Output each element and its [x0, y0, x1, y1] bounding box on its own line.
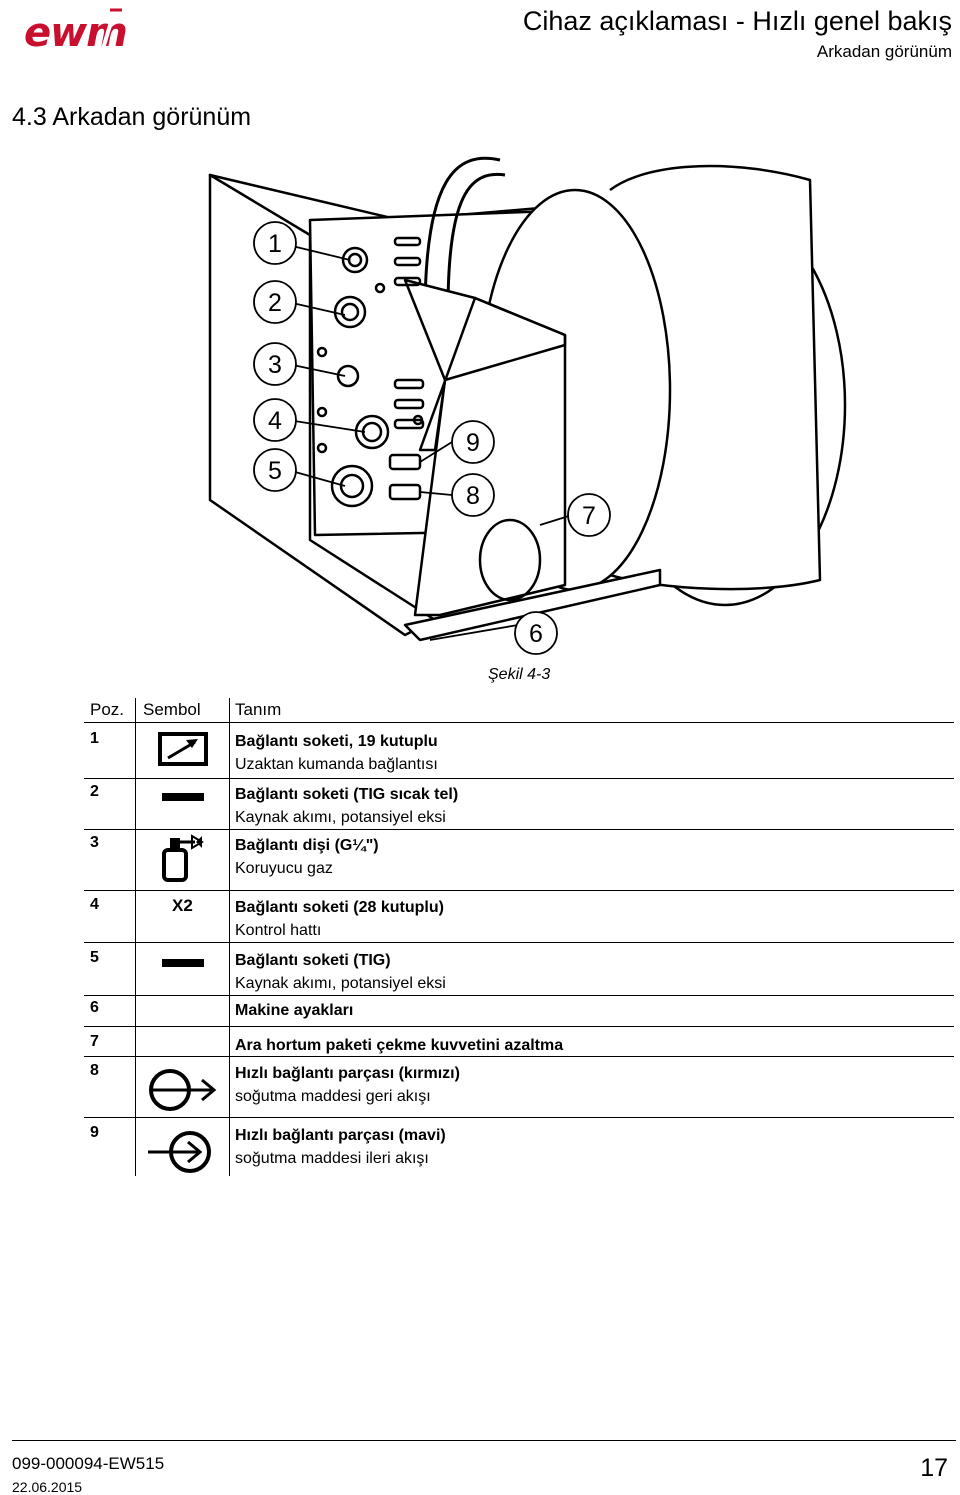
- row-pos: 2: [90, 783, 99, 800]
- row-description: Bağlantı soketi, 19 kutuplu Uzaktan kuma…: [235, 730, 438, 776]
- figure-caption: Şekil 4-3: [488, 666, 551, 683]
- gas-cylinder-icon: [140, 834, 226, 882]
- row-description: Bağlantı soketi (28 kutuplu) Kontrol hat…: [235, 896, 444, 942]
- table-column-rule-pos: [135, 698, 136, 1176]
- row-subtitle: Uzaktan kumanda bağlantısı: [235, 756, 438, 773]
- callout-6: 6: [529, 620, 543, 648]
- row-pos: 3: [90, 834, 99, 851]
- row-divider: [84, 778, 954, 779]
- table-column-rule-symbol: [229, 698, 230, 1176]
- row-pos: 6: [90, 999, 99, 1016]
- row-pos: 5: [90, 949, 99, 966]
- row-subtitle: Kaynak akımı, potansiyel eksi: [235, 975, 446, 992]
- device-rear-view-figure: 1 2 3 4 5 6 7 8 9: [180, 120, 880, 665]
- row-description: Ara hortum paketi çekme kuvvetini azaltm…: [235, 1034, 563, 1057]
- callout-9: 9: [466, 429, 480, 457]
- section-title: 4.3 Arkadan görünüm: [12, 103, 252, 131]
- header-description: Tanım: [235, 700, 282, 719]
- callout-5: 5: [268, 457, 282, 485]
- row-subtitle: soğutma maddesi ileri akışı: [235, 1150, 429, 1167]
- row-subtitle: Kaynak akımı, potansiyel eksi: [235, 809, 446, 826]
- row-title: Bağlantı soketi (28 kutuplu): [235, 899, 444, 916]
- row-title: Bağlantı soketi (TIG): [235, 952, 391, 969]
- row-description: Bağlantı soketi (TIG sıcak tel) Kaynak a…: [235, 783, 458, 829]
- row-description: Bağlantı soketi (TIG) Kaynak akımı, pota…: [235, 949, 446, 995]
- row-divider: [84, 1026, 954, 1027]
- page-number: 17: [920, 1454, 948, 1482]
- coolant-return-icon: [140, 1062, 226, 1111]
- row-pos: 9: [90, 1124, 99, 1141]
- minus-sign-icon: [140, 783, 226, 831]
- header-pos: Poz.: [90, 700, 125, 719]
- row-pos: 4: [90, 896, 99, 913]
- row-title: Makine ayakları: [235, 1002, 354, 1019]
- row-pos: 8: [90, 1062, 99, 1079]
- remote-control-arrow-icon: [140, 730, 226, 778]
- row-title: Ara hortum paketi çekme kuvvetini azaltm…: [235, 1037, 564, 1054]
- row-divider: [84, 829, 954, 830]
- row-divider: [84, 995, 954, 996]
- ewm-logo: ewm: [22, 8, 167, 56]
- row-description: Makine ayakları: [235, 999, 353, 1022]
- coolant-supply-icon: [140, 1124, 226, 1173]
- row-title: Bağlantı soketi (TIG sıcak tel): [235, 786, 459, 803]
- callout-8: 8: [466, 482, 480, 510]
- header-symbol: Sembol: [143, 700, 201, 719]
- row-pos: 1: [90, 730, 99, 747]
- row-description: Bağlantı dişi (G¼") Koruyucu gaz: [235, 834, 379, 880]
- row-divider: [84, 1056, 954, 1057]
- callout-2: 2: [268, 289, 282, 317]
- table-header-rule: [84, 722, 954, 723]
- row-description: Hızlı bağlantı parçası (kırmızı) soğutma…: [235, 1062, 460, 1108]
- row-title: Hızlı bağlantı parçası (kırmızı): [235, 1065, 460, 1082]
- header-subtitle: Arkadan görünüm: [816, 42, 952, 61]
- header-title: Cihaz açıklaması - Hızlı genel bakış: [522, 6, 952, 36]
- callout-4: 4: [268, 407, 282, 435]
- row-pos: 7: [90, 1033, 99, 1050]
- row-symbol-text: X2: [172, 896, 193, 915]
- row-title: Hızlı bağlantı parçası (mavi): [235, 1127, 446, 1144]
- row-subtitle: Kontrol hattı: [235, 922, 322, 939]
- callout-7: 7: [582, 502, 596, 530]
- row-title: Bağlantı dişi (G¼"): [235, 837, 379, 854]
- callout-3: 3: [268, 351, 282, 379]
- minus-sign-icon: [140, 949, 226, 997]
- row-subtitle: soğutma maddesi geri akışı: [235, 1088, 431, 1105]
- row-description: Hızlı bağlantı parçası (mavi) soğutma ma…: [235, 1124, 446, 1170]
- row-divider: [84, 890, 954, 891]
- footer-rule: [12, 1440, 956, 1441]
- callout-1: 1: [268, 230, 282, 258]
- footer-date: 22.06.2015: [12, 1479, 83, 1495]
- device-rear-view-drawing: 1 2 3 4 5 6 7 8 9: [208, 156, 847, 655]
- row-subtitle: Koruyucu gaz: [235, 860, 333, 877]
- row-divider: [84, 1117, 954, 1118]
- row-divider: [84, 942, 954, 943]
- row-title: Bağlantı soketi, 19 kutuplu: [235, 733, 438, 750]
- footer-doc-number: 099-000094-EW515: [12, 1454, 165, 1473]
- ewm-logo-mark: ewm: [24, 8, 128, 56]
